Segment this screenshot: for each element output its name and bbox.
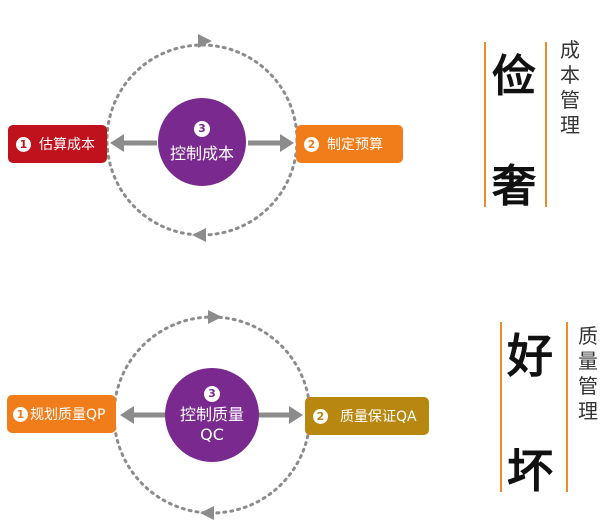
cost-title-top-char: 俭 bbox=[492, 51, 536, 102]
cost-step-estimate-number: 1 bbox=[16, 136, 31, 152]
quality-step-plan-number: 1 bbox=[13, 406, 28, 422]
quality-subtitle-char: 管 bbox=[578, 374, 598, 398]
cost-cycle-arrowhead-bottom bbox=[192, 228, 206, 242]
quality-arrow-left-head bbox=[120, 406, 134, 424]
quality-subtitle-char: 量 bbox=[578, 349, 598, 373]
quality-control-label-line2: QC bbox=[200, 424, 224, 444]
cost-control-circle: 3 控制成本 bbox=[158, 98, 246, 186]
cost-subtitle-char: 本 bbox=[560, 63, 580, 87]
cost-title-bottom-char: 奢 bbox=[492, 161, 536, 212]
cost-title-left-line bbox=[484, 42, 486, 207]
cost-subtitle-char: 成 bbox=[560, 38, 580, 62]
cost-control-number: 3 bbox=[194, 120, 210, 137]
quality-step-assurance-number: 2 bbox=[313, 408, 328, 424]
quality-subtitle-char: 理 bbox=[578, 399, 598, 423]
quality-subtitle-char: 质 bbox=[578, 324, 598, 348]
cost-cycle-arrowhead-top bbox=[198, 34, 212, 48]
quality-management-subtitle: 质 量 管 理 bbox=[578, 324, 598, 424]
quality-title-bottom-char: 坏 bbox=[507, 444, 553, 498]
quality-control-number: 3 bbox=[204, 385, 220, 402]
quality-step-assurance-box: 2 质量保证QA bbox=[305, 397, 429, 435]
quality-title-right-line bbox=[566, 322, 568, 492]
cost-management-subtitle: 成 本 管 理 bbox=[560, 38, 580, 138]
quality-title-left-line bbox=[500, 322, 502, 492]
cost-subtitle-char: 理 bbox=[560, 113, 580, 137]
cost-step-budget-box: 2 制定预算 bbox=[296, 125, 403, 163]
cost-subtitle-char: 管 bbox=[560, 88, 580, 112]
cost-title-right-line bbox=[545, 42, 547, 207]
cost-arrow-left-head bbox=[110, 134, 124, 152]
quality-step-assurance-label: 质量保证QA bbox=[340, 409, 417, 425]
cost-step-budget-label: 制定预算 bbox=[327, 137, 383, 153]
cost-step-estimate-label: 估算成本 bbox=[39, 137, 95, 153]
quality-title-top-char: 好 bbox=[507, 329, 553, 383]
cost-control-label: 控制成本 bbox=[169, 143, 234, 163]
cost-step-estimate-box: 1 估算成本 bbox=[8, 125, 107, 163]
quality-arrow-right-head bbox=[289, 406, 303, 424]
quality-cycle-arrowhead-top bbox=[208, 310, 222, 324]
quality-control-label-line1: 控制质量 bbox=[179, 404, 244, 424]
quality-cycle-arrowhead-bottom bbox=[200, 506, 214, 520]
quality-control-circle: 3 控制质量 QC bbox=[165, 368, 259, 462]
cost-arrow-right-head bbox=[280, 134, 294, 152]
quality-step-plan-label: 规划质量QP bbox=[30, 407, 106, 423]
cost-step-budget-number: 2 bbox=[304, 136, 319, 152]
quality-step-plan-box: 1 规划质量QP bbox=[7, 395, 116, 433]
